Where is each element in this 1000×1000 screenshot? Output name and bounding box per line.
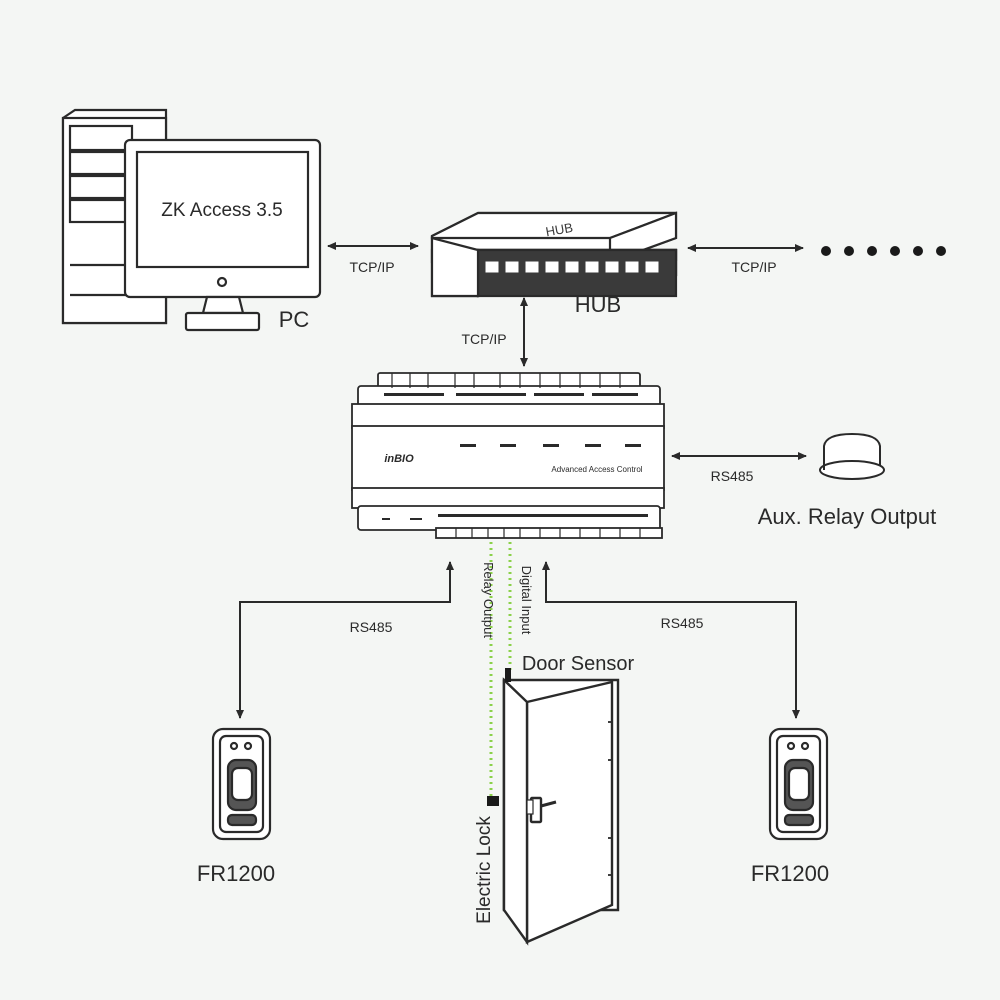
hub-more-connection-label: TCP/IP (731, 259, 776, 275)
pc-monitor (123, 138, 322, 332)
digital-input-label: Digital Input (519, 566, 534, 635)
controller-left-reader-arrow (236, 561, 454, 719)
controller-aux-connection-label: RS485 (711, 468, 754, 484)
controller-right-reader-arrow (542, 561, 800, 719)
electric-lock-device (487, 796, 499, 806)
left-reader-label: FR1200 (197, 861, 275, 886)
door-sensor-label: Door Sensor (522, 653, 635, 675)
electric-lock-label: Electric Lock (474, 816, 495, 924)
hub-label: HUB (575, 292, 621, 317)
door (502, 677, 620, 946)
aux-relay-label: Aux. Relay Output (758, 504, 937, 529)
pc-hub-connection-label: TCP/IP (349, 259, 394, 275)
controller-model-text: Advanced Access Control (551, 465, 642, 474)
hub-controller-connection-label: TCP/IP (461, 331, 506, 347)
more-devices-ellipsis (821, 246, 946, 256)
hub-body-text: HUB (544, 220, 574, 240)
aux-relay-device (819, 432, 885, 480)
right-reader-label: FR1200 (751, 861, 829, 886)
pc-label: PC (279, 307, 310, 332)
access-controller (351, 372, 665, 539)
right-reader-connection-label: RS485 (661, 615, 704, 631)
relay-output-label: Relay Output (481, 562, 496, 638)
fingerprint-reader-right (768, 727, 829, 841)
controller-brand: inBIO (384, 453, 414, 465)
pc (61, 108, 322, 332)
hub (430, 211, 678, 298)
pc-screen-text: ZK Access 3.5 (161, 200, 282, 221)
fingerprint-reader-left (211, 727, 272, 841)
left-reader-connection-label: RS485 (350, 619, 393, 635)
door-sensor-device (505, 668, 511, 682)
